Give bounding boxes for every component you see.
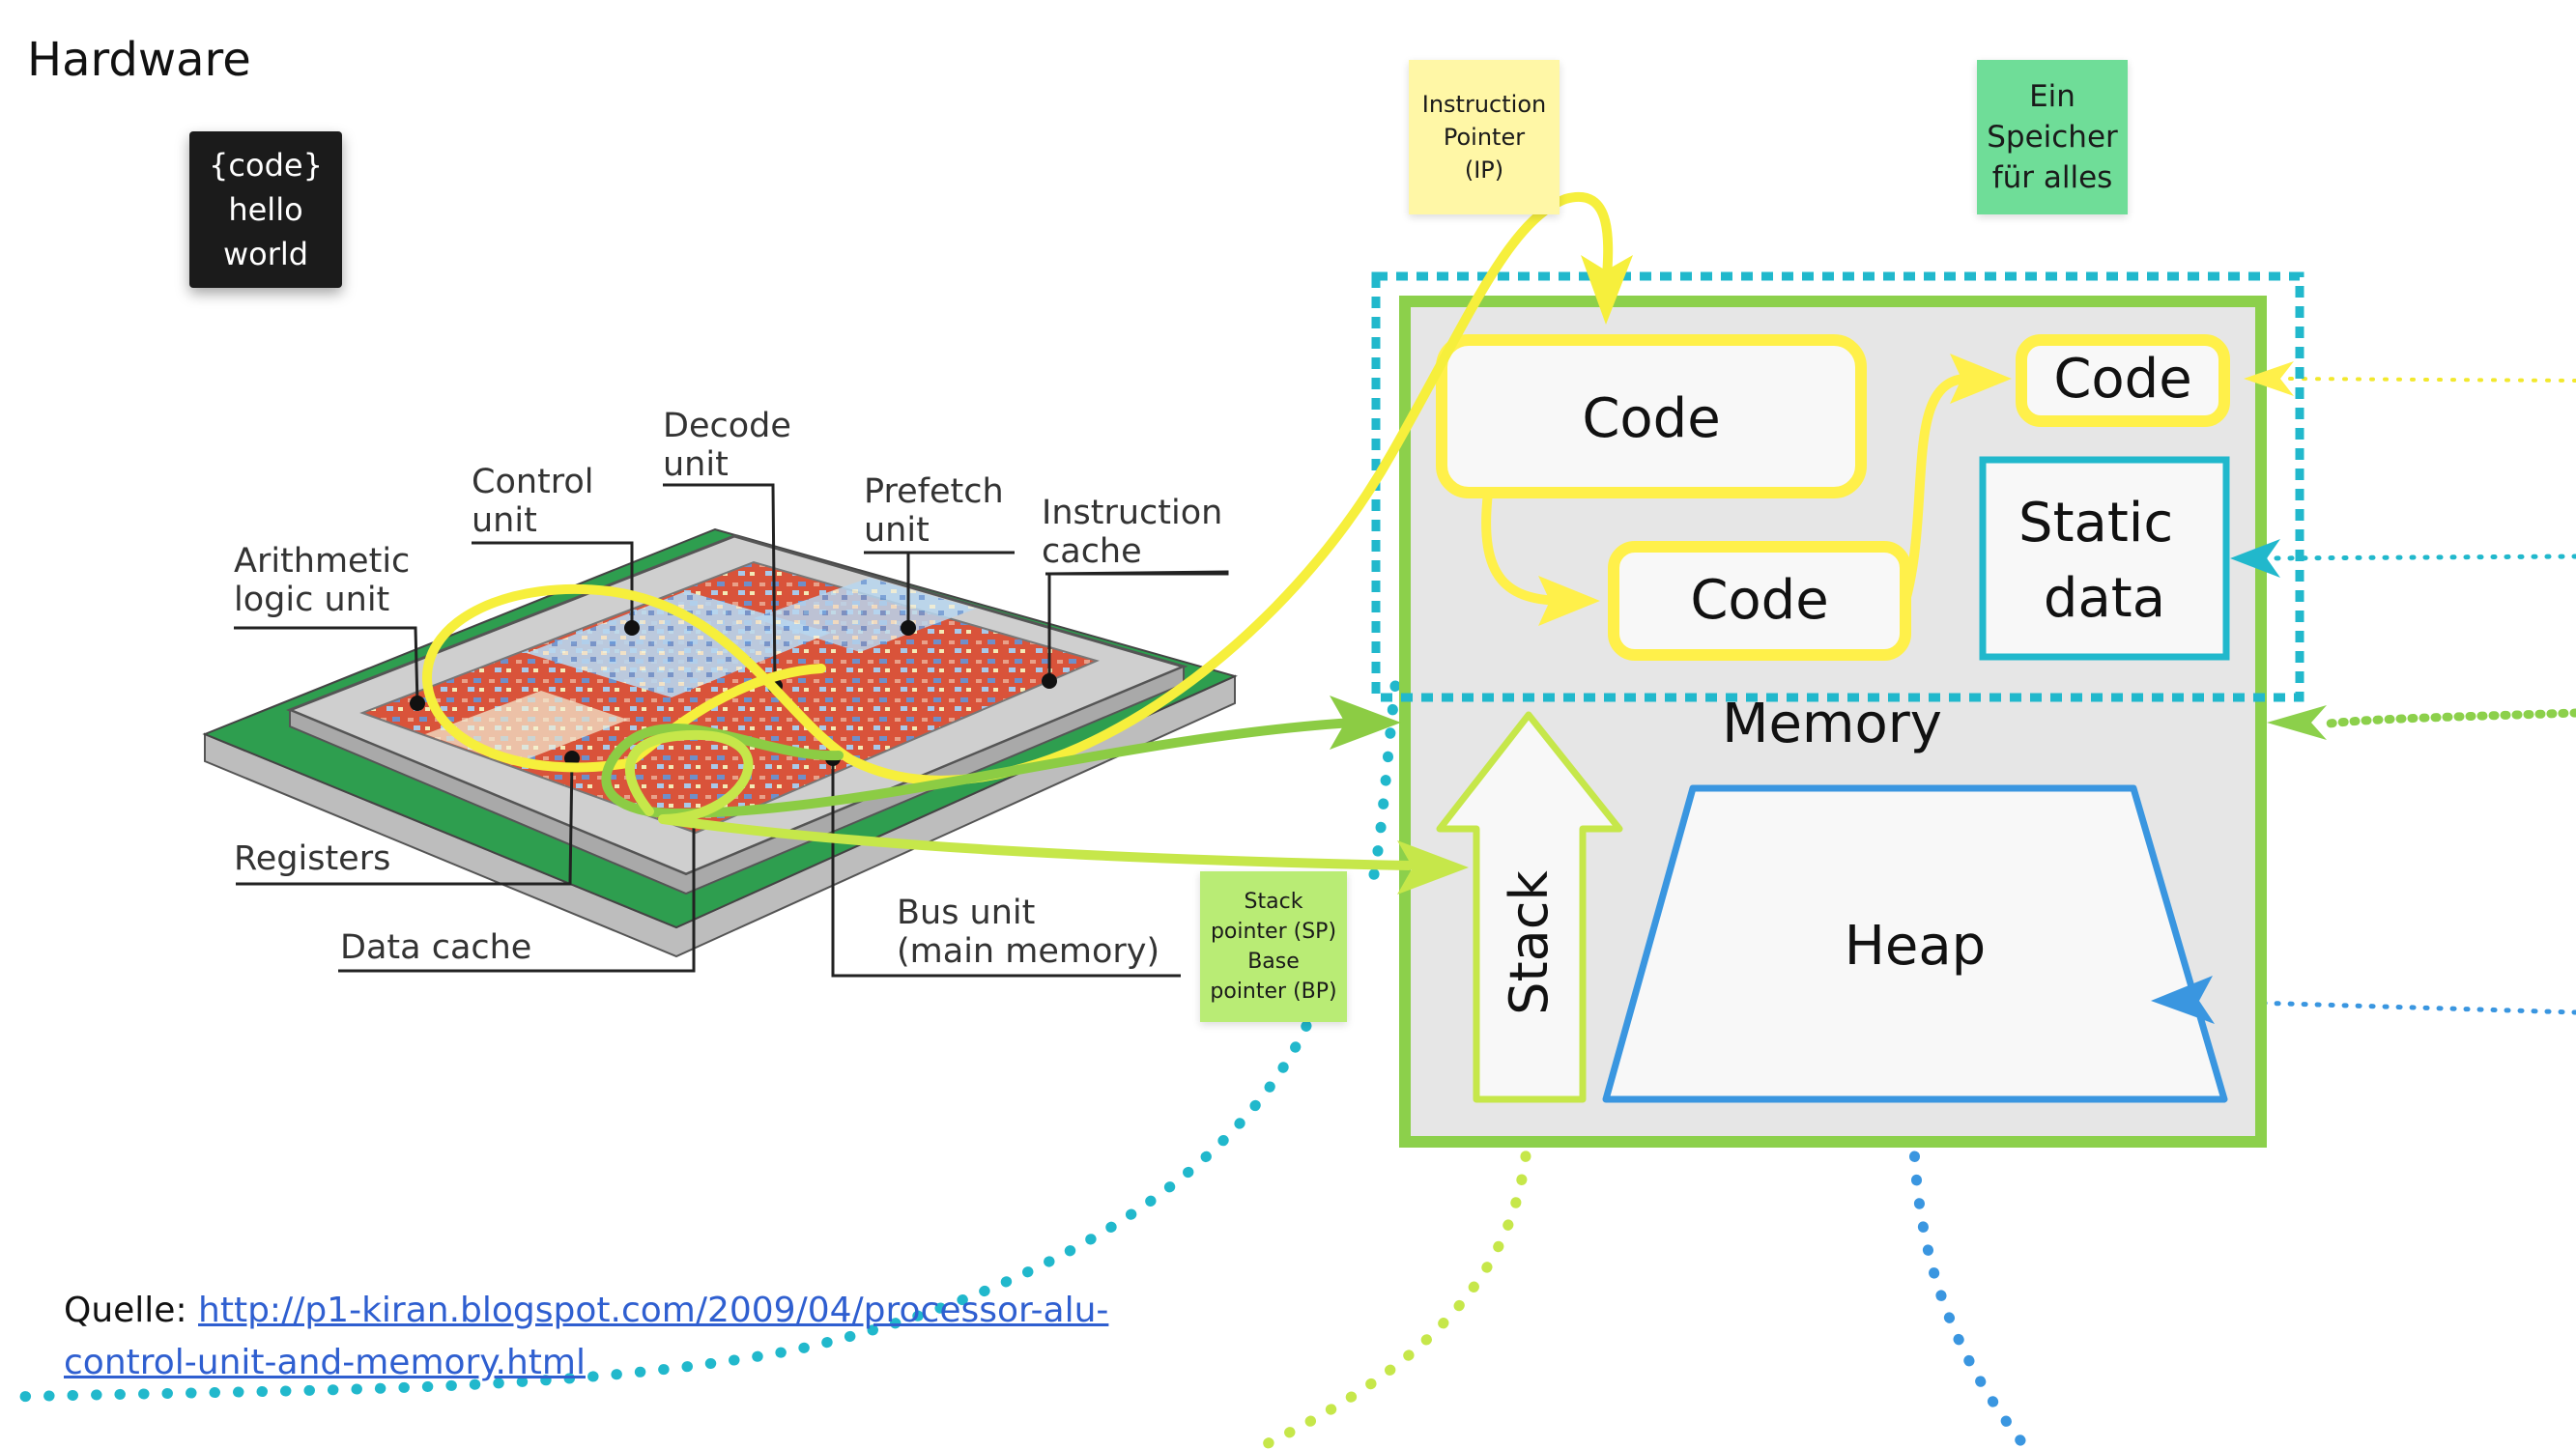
cpu-figure: Arithmetic logic unit Control unit Decod… (202, 407, 1238, 978)
yellow-code-connector (2288, 377, 2576, 383)
static-data-block (1979, 456, 2230, 661)
code-block-large (1436, 334, 1867, 498)
cyan-vertical-connector (1366, 680, 1401, 890)
label-registers: Registers (234, 839, 390, 878)
heap-shape (1602, 784, 2228, 1103)
label-alu-line1: Arithmetic (234, 542, 410, 581)
sticky-line: Pointer (1443, 124, 1526, 151)
lime-stack-connector (1250, 1103, 1534, 1449)
sp-lower-arrowhead (1397, 840, 1469, 895)
code-block-small (2016, 334, 2230, 427)
label-alu: Arithmetic logic unit (234, 542, 420, 619)
cpu-die-block-b (754, 578, 976, 652)
label-bus-line1: Bus unit (897, 894, 1035, 932)
code-flow-arrowhead-1 (1538, 576, 1600, 626)
label-bus-line2: (main memory) (897, 932, 1159, 971)
sticky-line: pointer (BP) (1210, 980, 1337, 1004)
sticky-line: (IP) (1464, 156, 1504, 184)
code-incoming-arrowhead (2244, 361, 2294, 396)
label-prefetch-line1: Prefetch (864, 472, 1004, 511)
label-data-cache: Data cache (340, 928, 531, 967)
label-icache-line2: cache (1042, 532, 1142, 571)
label-decode-line2: unit (663, 445, 729, 484)
label-control-line1: Control (472, 463, 594, 501)
static-data-label: Static data (2018, 492, 2190, 630)
cpu-leader-lines (234, 483, 1229, 978)
code-flow-arrow-2 (1901, 373, 1976, 606)
annotation-arrows (421, 192, 1633, 895)
label-control-line2: unit (472, 501, 537, 540)
memory-incoming-arrowhead (2267, 705, 2327, 740)
label-bus-unit: Bus unit (main memory) (897, 894, 1159, 971)
one-memory-sticky: Ein Speicher für alles (1977, 60, 2128, 214)
green-memory-connector (2318, 708, 2576, 729)
label-prefetch-line2: unit (864, 511, 930, 550)
code-card-line: {code} (209, 147, 323, 184)
sticky-line: Instruction (1421, 91, 1547, 118)
cyan-curve-connector (4, 1020, 1312, 1403)
static-data-line1: Static (2018, 492, 2173, 554)
dotted-connectors (4, 377, 2576, 1449)
cyan-static-connector (2258, 554, 2576, 561)
sticky-line: pointer (SP) (1210, 920, 1337, 944)
stack-base-pointer-sticky: Stack pointer (SP) Base pointer (BP) (1200, 871, 1347, 1022)
memory-diagram: Code Code Code Static data Memory Stack … (1371, 271, 2327, 1148)
sticky-line: Stack (1244, 890, 1303, 914)
memory-label: Memory (1722, 693, 1942, 755)
stack-label: Stack (1499, 870, 1560, 1015)
ip-arrowhead (1581, 255, 1633, 325)
code-card-line: hello (228, 191, 303, 228)
sticky-line: Ein (2029, 79, 2075, 114)
sp-upper-arrowhead (1330, 696, 1401, 750)
instruction-pointer-sticky: Instruction Pointer (IP) (1409, 60, 1560, 214)
static-incoming-arrowhead (2230, 539, 2280, 578)
source-prefix: Quelle: (64, 1291, 199, 1330)
cpu-die-block-a (527, 591, 831, 697)
code-block-small-label: Code (2053, 348, 2191, 411)
code-flow-arrowhead-2 (1950, 354, 2012, 404)
code-card-line: world (222, 236, 309, 272)
static-data-line2: data (2044, 567, 2165, 630)
label-prefetch-unit: Prefetch unit (864, 472, 1015, 550)
heap-incoming-arrowhead (2151, 976, 2215, 1024)
label-control-unit: Control unit (472, 463, 605, 540)
source-link[interactable]: http://p1-kiran.blogspot.com/2009/04/pro… (64, 1291, 1109, 1382)
label-decode-unit: Decode unit (663, 407, 802, 484)
sticky-line: Base (1247, 950, 1300, 974)
page-title: Hardware (27, 33, 251, 87)
code-card: {code} hello world (189, 131, 342, 288)
code-block-middle-label: Code (1690, 569, 1828, 632)
sticky-line: für alles (1991, 160, 2113, 195)
sp-lower-arrow (624, 729, 1414, 870)
blue-heap-connector (1907, 1103, 2033, 1449)
label-icache-line1: Instruction (1042, 494, 1222, 532)
label-instruction-cache: Instruction cache (1042, 494, 1233, 571)
label-decode-line1: Decode (663, 407, 791, 445)
code-flow-arrow-1 (1481, 488, 1570, 606)
code-block-large-label: Code (1582, 387, 1720, 450)
heap-label: Heap (1845, 915, 1986, 978)
ip-loop-arrow (421, 192, 1614, 785)
label-alu-line2: logic unit (234, 581, 389, 619)
source-citation: Quelle: http://p1-kiran.blogspot.com/200… (64, 1285, 1127, 1389)
stack-arrow (1436, 711, 1623, 1103)
sticky-line: Speicher (1987, 120, 2118, 155)
